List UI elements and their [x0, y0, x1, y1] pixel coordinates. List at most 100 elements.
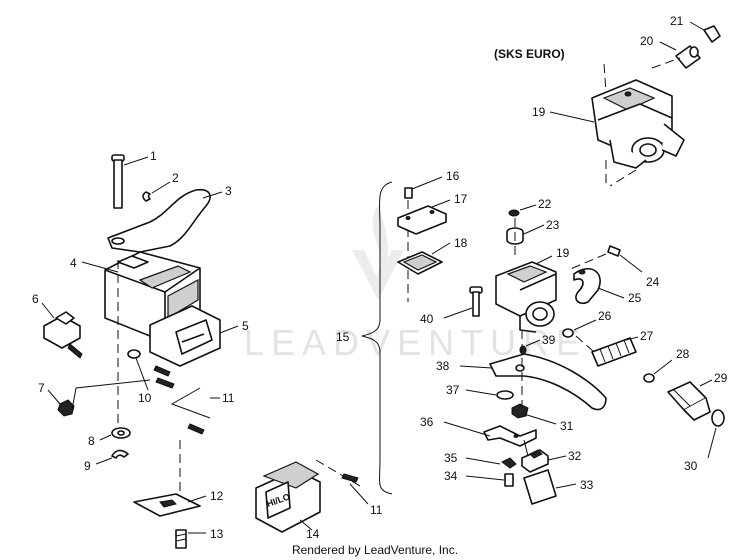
callout-17: 17 [454, 192, 468, 206]
leader-19b [535, 255, 553, 265]
callout-25: 25 [628, 291, 642, 305]
part-34-screw[interactable] [504, 473, 514, 487]
callout-9: 9 [84, 459, 91, 473]
callout-16: 16 [446, 169, 460, 183]
leader-36 [443, 421, 491, 437]
part-11-screw-right[interactable] [341, 473, 359, 483]
part-24-screw[interactable] [607, 245, 621, 257]
part-33-plate[interactable] [523, 469, 557, 505]
callout-40: 40 [420, 312, 434, 326]
part-28-washer[interactable] [643, 373, 655, 383]
callout-18: 18 [454, 236, 468, 250]
part-10-washer[interactable] [127, 349, 141, 359]
part-12-plate[interactable] [133, 493, 201, 517]
part-31-nut[interactable] [511, 403, 529, 419]
callout-29: 29 [714, 371, 728, 385]
callout-13: 13 [210, 527, 224, 541]
callout-26: 26 [598, 309, 612, 323]
part-18-gasket[interactable] [397, 251, 443, 275]
part-37-bushing[interactable] [496, 390, 514, 400]
part-2-clip[interactable] [142, 191, 151, 202]
part-25-clamp[interactable] [573, 268, 601, 305]
part-38-lever[interactable] [489, 353, 607, 411]
part-21-cap[interactable] [703, 25, 721, 43]
callout-15: 15 [336, 330, 350, 344]
leader-17 [431, 199, 451, 208]
leader-11b [349, 483, 369, 505]
part-39-pin[interactable] [519, 345, 527, 355]
part-14-hi-lo-switch[interactable]: HI/LO [255, 461, 321, 533]
callout-36: 36 [420, 415, 434, 429]
leader-9 [95, 457, 113, 465]
part-26-washer[interactable] [562, 328, 574, 338]
leader-28 [653, 359, 673, 375]
callout-23: 23 [546, 218, 560, 232]
callout-11a: 11 [222, 391, 235, 405]
part-16-screw[interactable] [404, 187, 413, 199]
callout-22: 22 [538, 197, 552, 211]
part-3-hole [111, 237, 125, 245]
leader-24 [619, 254, 643, 273]
part-19-master-cylinder[interactable] [495, 261, 557, 333]
callout-35: 35 [444, 451, 458, 465]
callout-33: 33 [580, 478, 594, 492]
leader-2 [151, 181, 171, 194]
part-20-fitting[interactable] [675, 45, 701, 69]
leader-8 [99, 434, 112, 441]
callout-5: 5 [242, 319, 249, 333]
part-22-washer[interactable] [508, 209, 520, 217]
leader-7-path [71, 379, 151, 411]
callout-11b: 11 [370, 503, 383, 517]
part-13-screw[interactable] [175, 529, 187, 549]
part-19-master-cylinder-euro[interactable] [591, 79, 685, 169]
leader-bracket-switch [523, 439, 529, 457]
leader-32 [547, 455, 567, 461]
callout-10: 10 [138, 391, 152, 405]
part-8-hole [117, 430, 125, 436]
leader-25 [597, 287, 625, 299]
callout-20: 20 [640, 34, 654, 48]
leader-26 [573, 319, 597, 331]
leader-38 [459, 365, 493, 369]
part-11-screws-left[interactable] [153, 365, 205, 435]
callout-21: 21 [670, 14, 684, 28]
leader-20 [659, 41, 677, 51]
callout-3: 3 [225, 184, 232, 198]
axis-14 [315, 459, 361, 487]
part-27-spring[interactable] [591, 337, 637, 367]
leader-39 [525, 339, 541, 347]
leader-4 [81, 261, 119, 273]
callout-27: 27 [640, 329, 654, 343]
sks-euro-heading: (SKS EURO) [494, 47, 565, 61]
callout-32: 32 [568, 449, 582, 463]
part-1-bolt[interactable] [111, 154, 125, 209]
callout-24: 24 [646, 275, 660, 289]
part-32-switch[interactable] [521, 449, 549, 473]
leader-22 [519, 204, 537, 211]
part-30-o-ring[interactable] [711, 409, 725, 427]
leader-19a [549, 111, 595, 123]
part-7-nut[interactable] [57, 399, 75, 417]
axis-20 [651, 57, 681, 69]
callout-14: 14 [306, 527, 320, 541]
leader-21 [689, 21, 705, 31]
callout-38: 38 [436, 359, 450, 373]
part-36-bracket[interactable] [483, 425, 537, 447]
part-9-clip[interactable] [111, 449, 129, 459]
callout-4: 4 [70, 256, 77, 270]
leader-27 [625, 336, 639, 341]
leader-33 [555, 483, 577, 489]
part-17-cover[interactable] [397, 205, 447, 235]
leader-1 [123, 156, 149, 166]
callout-19a: 19 [532, 105, 546, 119]
callout-28: 28 [676, 347, 690, 361]
part-29-fitting[interactable] [667, 381, 711, 421]
part-35-nut[interactable] [501, 457, 517, 469]
callout-6: 6 [32, 292, 39, 306]
part-6-connector[interactable] [43, 311, 83, 359]
leader-7 [47, 389, 61, 405]
part-40-bolt[interactable] [469, 286, 483, 317]
part-5-boot[interactable] [149, 305, 221, 367]
callout-39: 39 [542, 333, 556, 347]
